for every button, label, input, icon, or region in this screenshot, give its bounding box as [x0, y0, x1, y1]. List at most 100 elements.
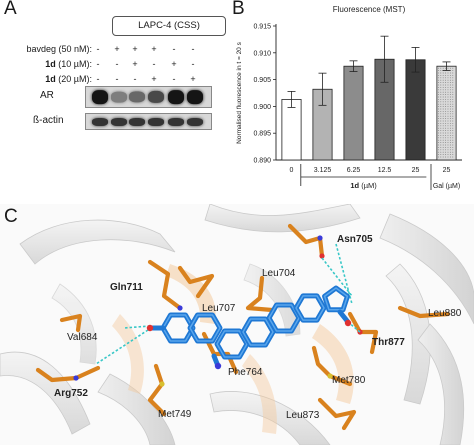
bar-pattern-dot: [449, 108, 451, 110]
bar-pattern-dot: [445, 96, 447, 98]
bar-pattern-dot: [452, 142, 454, 144]
compound-name: 1d: [45, 59, 56, 69]
blot-strip: [85, 113, 212, 130]
bar-pattern-dot: [440, 149, 442, 151]
bar-pattern-dot: [437, 137, 439, 139]
bar-pattern-dot: [440, 122, 442, 124]
bar-pattern-dot: [442, 82, 444, 84]
bar-pattern-dot: [442, 96, 444, 98]
bar-pattern-dot: [442, 134, 444, 136]
condition-label: bavdeg (50 nM):: [26, 44, 92, 54]
bar-pattern-dot: [442, 101, 444, 103]
bar-pattern-dot: [447, 84, 449, 86]
condition-label: 1d (10 µM):: [45, 59, 92, 69]
hydrogen-bond: [321, 257, 353, 297]
sidechain-stick: [59, 313, 83, 333]
bar-pattern-dot: [449, 134, 451, 136]
blot-band: [187, 117, 203, 126]
bar-pattern-dot: [449, 127, 451, 129]
residue-label-arg752: Arg752: [54, 388, 88, 399]
bar-pattern-dot: [447, 134, 449, 136]
bar-pattern-dot: [442, 137, 444, 139]
bar-pattern-dot: [452, 77, 454, 79]
lane-symbol: -: [96, 59, 100, 69]
lane-symbol: -: [115, 59, 119, 69]
bar-pattern-dot: [447, 127, 449, 129]
bar-pattern-dot: [440, 113, 442, 115]
bar-pattern-dot: [437, 139, 439, 141]
sidechain-stick: [317, 397, 357, 431]
residue-label-val684: Val684: [67, 332, 98, 343]
bar-pattern-dot: [452, 113, 454, 115]
bar-pattern-dot: [437, 132, 439, 134]
bar-pattern-dot: [442, 74, 444, 76]
bar-pattern-dot: [445, 139, 447, 141]
bar-pattern-dot: [437, 70, 439, 72]
bar-pattern-dot: [442, 122, 444, 124]
blot-band: [148, 90, 164, 104]
residue-label-phe764: Phe764: [228, 367, 263, 378]
docking-structure-image: [0, 204, 474, 445]
bar-pattern-dot: [447, 101, 449, 103]
bar-pattern-dot: [442, 139, 444, 141]
bar-pattern-dot: [449, 146, 451, 148]
bar-pattern-dot: [437, 144, 439, 146]
lane-symbol: +: [114, 44, 120, 54]
bar-pattern-dot: [440, 72, 442, 74]
blot-band: [129, 117, 145, 126]
condition-row: bavdeg (50 nM):-+++--: [0, 44, 232, 57]
bar-pattern-dot: [437, 130, 439, 132]
bar-pattern-dot: [445, 110, 447, 112]
bar-pattern-dot: [449, 103, 451, 105]
bar-pattern-dot: [452, 110, 454, 112]
bar-pattern-dot: [440, 115, 442, 117]
bar-pattern-dot: [447, 103, 449, 105]
bar-pattern-dot: [447, 149, 449, 151]
ligand-ring-highlight: [216, 330, 248, 358]
bar-pattern-dot: [449, 149, 451, 151]
bar-pattern-dot: [449, 110, 451, 112]
blot-band: [168, 90, 184, 104]
bar-pattern-dot: [452, 130, 454, 132]
bar-pattern-dot: [440, 132, 442, 134]
bar-pattern-dot: [437, 113, 439, 115]
residue-label-met749: Met749: [158, 409, 192, 420]
sidechain-stick: [311, 345, 353, 387]
bar-pattern-dot: [442, 149, 444, 151]
residue-label-leu707: Leu707: [202, 303, 236, 314]
residue-label-leu873: Leu873: [286, 410, 320, 421]
chart-title: Fluorescence (MST): [333, 5, 406, 14]
bar-pattern-dot: [437, 142, 439, 144]
ligand-nitrogen: [214, 362, 222, 370]
bar-pattern-dot: [440, 154, 442, 156]
bar-pattern-dot: [442, 98, 444, 100]
bar-pattern-dot: [440, 98, 442, 100]
sidechain-stick: [147, 363, 167, 417]
bar-pattern-dot: [452, 82, 454, 84]
bar-pattern-dot: [449, 106, 451, 108]
bar-pattern-dot: [445, 67, 447, 69]
sidechain-heteroatom: [177, 305, 183, 311]
lane-symbol: +: [171, 59, 177, 69]
bar-pattern-dot: [445, 101, 447, 103]
bar-pattern-dot: [440, 70, 442, 72]
bar-pattern-dot: [445, 137, 447, 139]
bar-pattern-dot: [445, 103, 447, 105]
bar-pattern-dot: [449, 113, 451, 115]
bar-pattern-dot: [452, 120, 454, 122]
bar-pattern-dot: [445, 106, 447, 108]
ligand-ring-highlight: [268, 304, 300, 332]
bar-pattern-dot: [442, 84, 444, 86]
bar-pattern-dot: [437, 72, 439, 74]
bar-pattern-dot: [452, 86, 454, 88]
bar-pattern-dot: [442, 106, 444, 108]
bar-pattern-dot: [442, 154, 444, 156]
blot-band: [111, 117, 127, 126]
bar-pattern-dot: [445, 91, 447, 93]
x-tick-label: 25: [443, 167, 451, 174]
bar-pattern-dot: [447, 86, 449, 88]
bar-pattern-dot: [452, 125, 454, 127]
bar-pattern-dot: [445, 79, 447, 81]
bar-pattern-dot: [437, 98, 439, 100]
bar-pattern-dot: [447, 142, 449, 144]
